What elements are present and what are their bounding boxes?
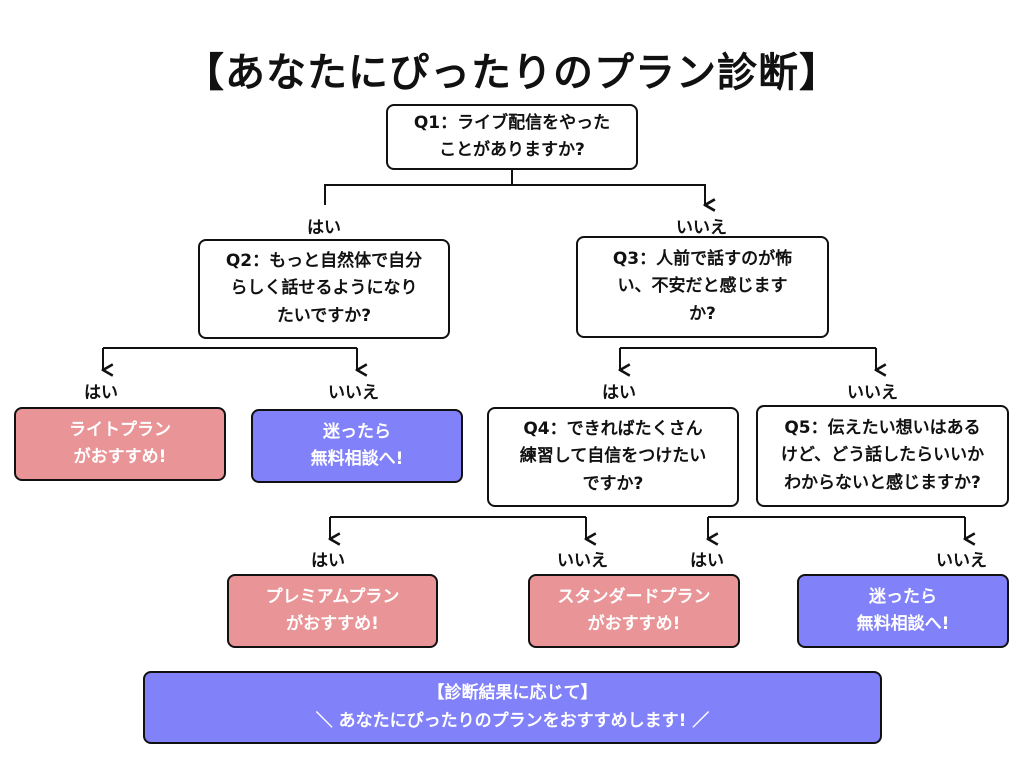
result-free-consultation-2: 迷ったら 無料相談へ! (797, 574, 1009, 648)
page-title: 【あなたにぴったりのプラン診断】 (184, 50, 840, 96)
label-q1-yes: はい (307, 218, 341, 238)
label-q5-no: いいえ (936, 551, 987, 571)
result-free-consultation: 迷ったら 無料相談へ! (251, 409, 463, 483)
label-q1-no: いいえ (676, 218, 727, 238)
label-q2-no: いいえ (328, 383, 379, 403)
connector-q4-left (330, 516, 586, 539)
question-q5: Q5：伝えたい想いはある けど、どう話したらいいか わからないと感じますか? (756, 405, 1009, 507)
label-q2-yes: はい (84, 383, 118, 403)
connector-q2-left (103, 347, 357, 370)
question-q2: Q2：もっと自然体で自分 らしく話せるようになり たいですか? (198, 239, 450, 339)
label-q5-yes: はい (690, 551, 724, 571)
connector-q5-left (708, 516, 965, 539)
label-q3-no: いいえ (847, 383, 898, 403)
question-q3: Q3：人前で話すのが怖 い、不安だと感じます か? (576, 236, 829, 338)
result-standard-plan: スタンダードプラン がおすすめ! (528, 574, 740, 648)
connector-q3-left (620, 347, 876, 370)
label-q4-yes: はい (311, 551, 345, 571)
question-q4: Q4：できればたくさん 練習して自信をつけたい ですか? (487, 407, 739, 507)
footer-banner: 【診断結果に応じて】 ＼ あなたにぴったりのプランをおすすめします! ／ (143, 671, 882, 744)
result-light-plan: ライトプラン がおすすめ! (14, 407, 226, 481)
label-q4-no: いいえ (557, 551, 608, 571)
question-q1: Q1：ライブ配信をやった ことがありますか? (386, 104, 638, 170)
connector-q1 (324, 170, 705, 205)
label-q3-yes: はい (602, 383, 636, 403)
result-premium-plan: プレミアムプラン がおすすめ! (227, 574, 438, 648)
